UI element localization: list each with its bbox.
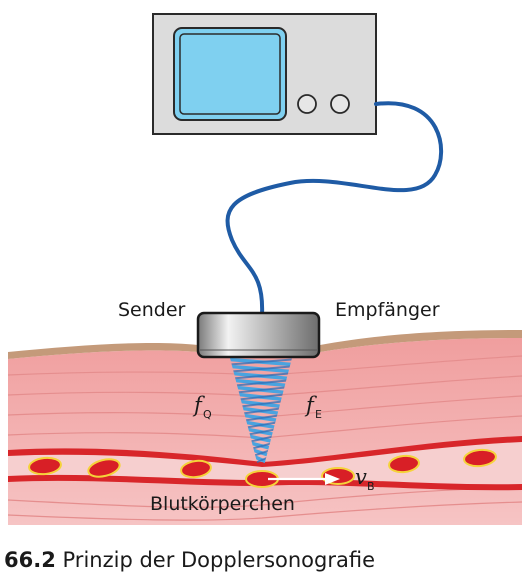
caption-number: 66.2	[4, 548, 56, 572]
device-knob-right	[330, 94, 350, 114]
device-knob-left	[297, 94, 317, 114]
wave-front-reflected	[230, 358, 292, 366]
caption-text: Prinzip der Dopplersonografie	[62, 548, 376, 572]
blood-cell	[180, 459, 212, 479]
wave-front-reflected	[230, 365, 292, 373]
velocity-subscript: B	[367, 480, 375, 493]
blood-cell	[87, 458, 121, 478]
wave-front-reflected	[250, 442, 274, 450]
blood-cell	[463, 448, 497, 468]
source-frequency-symbol: f	[192, 393, 205, 417]
blood-vessel	[8, 436, 522, 491]
velocity-arrow	[268, 473, 340, 485]
ultrasound-beam	[230, 358, 292, 465]
wave-front-reflected	[230, 372, 292, 380]
wave-front-reflected	[241, 414, 283, 422]
wave-front-reflected	[236, 400, 287, 408]
received-frequency-symbol: f	[304, 393, 317, 417]
blood-cells	[28, 448, 497, 488]
blood-cell	[388, 454, 420, 474]
received-frequency-subscript: E	[315, 408, 322, 421]
device-screen	[179, 33, 281, 115]
velocity-symbol: v	[355, 465, 367, 489]
wave-front-reflected	[232, 386, 291, 394]
wave-front-reflected	[234, 393, 289, 401]
wave-front-reflected	[243, 421, 280, 429]
receiver-label: Empfänger	[335, 299, 440, 321]
transducer-probe-icon	[196, 311, 321, 359]
wave-front-reflected	[247, 435, 276, 443]
sender-label: Sender	[118, 299, 186, 321]
figure-caption: 66.2 Prinzip der Dopplersonografie	[4, 548, 524, 572]
skin-surface	[8, 330, 522, 359]
ultrasound-monitor-icon	[152, 13, 377, 135]
probe-cable	[225, 101, 444, 317]
wave-front-reflected	[230, 379, 292, 387]
wave-front-reflected	[238, 407, 285, 415]
source-frequency-subscript: Q	[203, 408, 212, 421]
blood-cell	[28, 456, 62, 476]
wave-front-reflected	[245, 428, 278, 436]
blood-cells-label: Blutkörperchen	[150, 493, 295, 515]
